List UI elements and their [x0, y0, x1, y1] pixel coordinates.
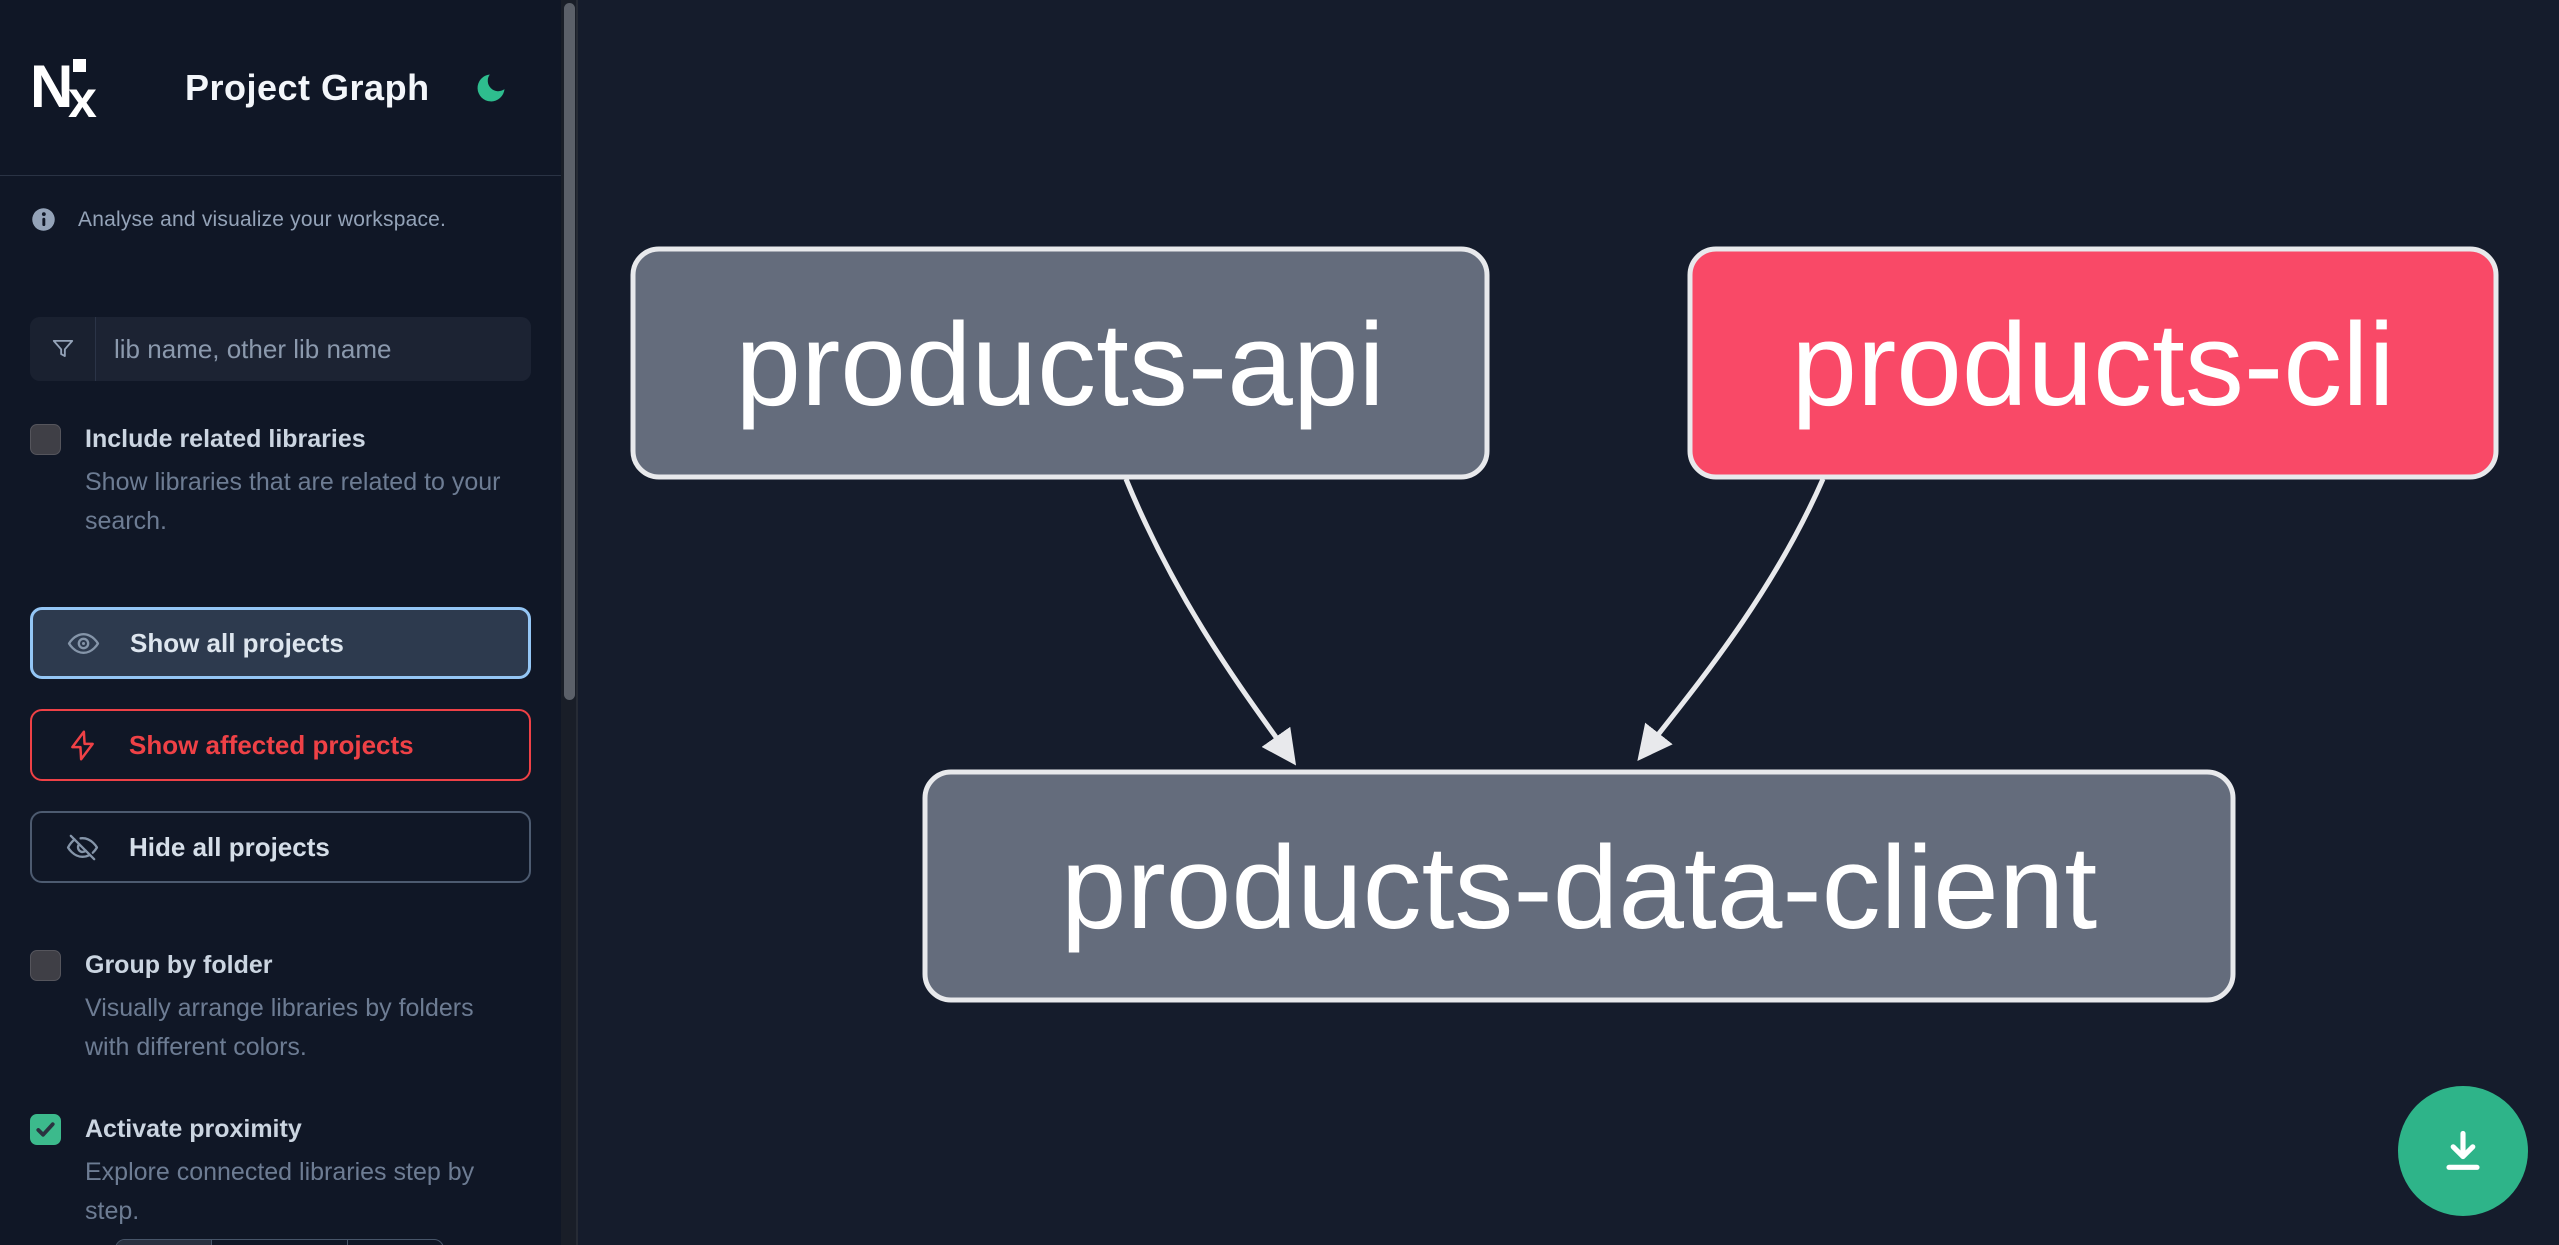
- theme-toggle-button[interactable]: [473, 69, 509, 107]
- show-all-projects-button[interactable]: Show all projects: [30, 607, 531, 679]
- toggle-description: Explore connected libraries step by step…: [85, 1158, 475, 1225]
- download-icon: [2446, 1130, 2480, 1170]
- sidebar: N x Project Graph Analyse and visualize …: [0, 0, 561, 1245]
- page-title: Project Graph: [185, 66, 430, 108]
- search-input[interactable]: [96, 317, 531, 381]
- button-label: Show affected projects: [129, 729, 414, 760]
- node-products-api[interactable]: products-api: [630, 246, 1490, 480]
- lightning-icon: [71, 730, 94, 760]
- depth-increment-segment[interactable]: [348, 1240, 443, 1245]
- nx-logo: N x: [30, 57, 97, 119]
- include-related-checkbox[interactable]: [30, 424, 61, 455]
- edge-products-cli-to-products-data-client[interactable]: [1637, 477, 1826, 762]
- activate-proximity-checkbox[interactable]: [30, 1114, 61, 1145]
- toggle-description: Visually arrange libraries by folders wi…: [85, 994, 474, 1061]
- workspace-tagline-row: Analyse and visualize your workspace.: [0, 206, 561, 233]
- node-label: products-cli: [1791, 299, 2394, 431]
- button-label: Show all projects: [130, 627, 344, 658]
- toggle-label: Activate proximity: [85, 1115, 302, 1143]
- workspace-tagline: Analyse and visualize your workspace.: [78, 207, 447, 231]
- group-by-folder-checkbox[interactable]: [30, 950, 61, 981]
- show-affected-projects-button[interactable]: Show affected projects: [30, 709, 531, 781]
- depth-decrement-segment[interactable]: [116, 1240, 211, 1245]
- info-icon: [32, 208, 55, 231]
- svg-text:x: x: [68, 71, 97, 119]
- edge-products-api-to-products-data-client[interactable]: [1123, 478, 1297, 766]
- download-image-button[interactable]: [2398, 1086, 2528, 1216]
- sidebar-header: N x Project Graph: [0, 0, 561, 176]
- checkmark-icon: [36, 1122, 55, 1137]
- eye-off-icon: [66, 834, 99, 860]
- toggle-label: Group by folder: [85, 951, 273, 979]
- toggle-activate-proximity: Activate proximity Explore connected lib…: [0, 1113, 561, 1231]
- eye-icon: [67, 632, 100, 654]
- sidebar-scrollbar: [561, 0, 578, 1245]
- toggle-label: Include related libraries: [85, 425, 366, 453]
- node-products-data-client[interactable]: products-data-client: [922, 769, 2236, 1003]
- button-label: Hide all projects: [129, 831, 330, 862]
- toggle-description: Show libraries that are related to your …: [85, 468, 501, 535]
- depth-value-segment: [211, 1240, 348, 1245]
- node-label: products-api: [735, 299, 1384, 431]
- node-products-cli[interactable]: products-cli: [1687, 246, 2499, 480]
- toggle-group-by-folder: Group by folder Visually arrange librari…: [0, 949, 561, 1067]
- scrollbar-thumb[interactable]: [564, 3, 575, 700]
- toggle-include-related-libraries: Include related libraries Show libraries…: [0, 423, 561, 541]
- filter-funnel-icon: [30, 317, 96, 381]
- search-box: [30, 317, 531, 381]
- node-label: products-data-client: [1061, 822, 2097, 954]
- svg-text:N: N: [30, 57, 73, 119]
- hide-all-projects-button[interactable]: Hide all projects: [30, 811, 531, 883]
- moon-icon: [477, 74, 505, 101]
- proximity-depth-control[interactable]: [115, 1239, 444, 1245]
